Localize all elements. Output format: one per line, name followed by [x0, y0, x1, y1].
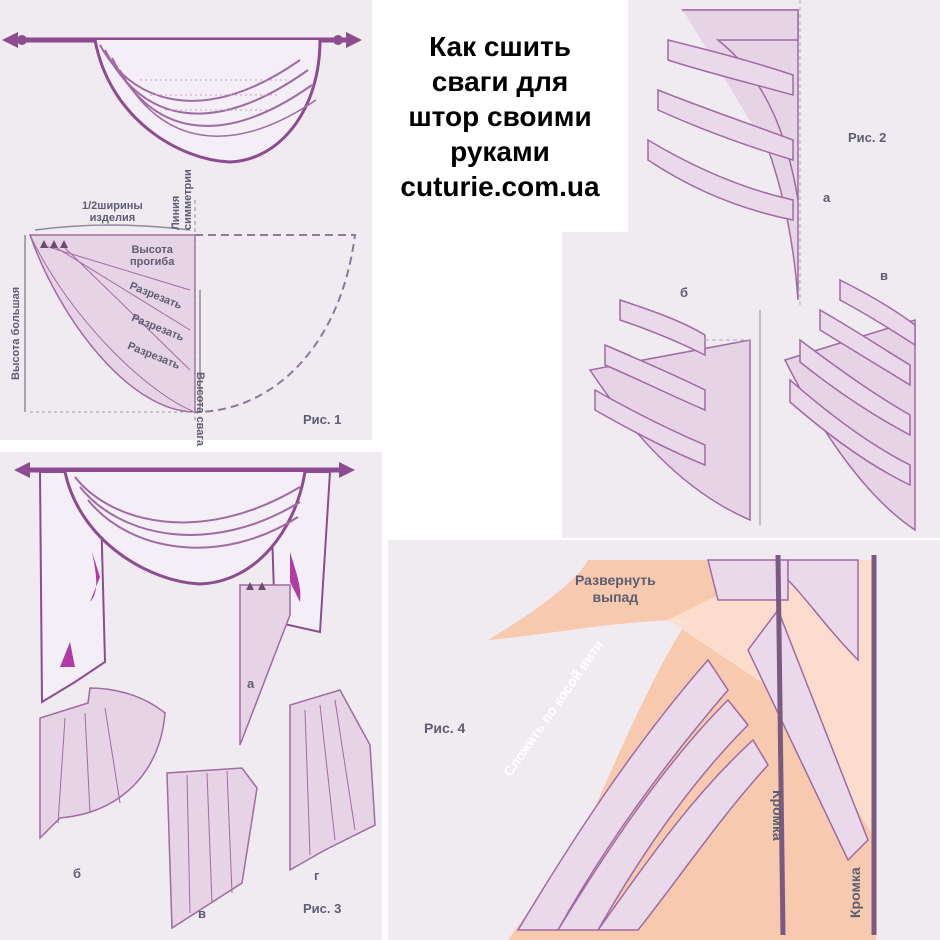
fig3-label-g: г [314, 868, 320, 883]
fig1-half-width-label: 1/2ширины изделия [82, 200, 143, 224]
fig2-label-b: б [680, 285, 689, 300]
fig3g-piece [289, 689, 376, 872]
fig1-symmetry-label: Линия симметрии [170, 169, 194, 230]
title-line: руками [450, 135, 550, 167]
fig3b-piece [39, 687, 166, 840]
fig3-label-a: а [247, 676, 255, 691]
fig4-caption: Рис. 4 [424, 720, 466, 736]
title-line: штор своими [408, 100, 592, 132]
fig1-swag-height-label: Высота свага [194, 372, 206, 447]
fig2a-pattern [647, 0, 801, 305]
fig4-bias-layout [488, 554, 877, 940]
fig2-label-a: а [823, 190, 831, 205]
fig1-big-height-label: Высота большая [10, 286, 22, 380]
title-line: Как сшить [429, 30, 571, 62]
fig2-label-v: в [880, 268, 888, 283]
fig3-caption: Рис. 3 [303, 901, 342, 916]
page-title: Как сшить сваги для штор своими руками c… [372, 0, 628, 232]
fig4-selvage-label: Кромка [847, 867, 863, 918]
fig3v-piece [166, 767, 258, 930]
fig4-selvage-label: Кромка [770, 790, 786, 841]
fig2v-pattern [783, 278, 916, 532]
title-url: cuturie.com.ua [400, 170, 600, 202]
fig4-unfold-label: Развернуть выпад [575, 572, 656, 605]
title-line: сваги для [431, 65, 569, 97]
fig3a-piece [239, 582, 291, 746]
fig2b-pattern [588, 298, 761, 525]
fig3-label-b: б [73, 866, 82, 881]
curtain-with-tails-illustration [14, 462, 355, 704]
fig1-swag-pattern [24, 200, 357, 420]
curtain-rod-swag-illustration [2, 32, 362, 164]
fig1-caption: Рис. 1 [303, 412, 342, 427]
fig2-caption: Рис. 2 [848, 130, 887, 145]
fig3-label-v: в [198, 906, 206, 921]
fig1-sag-height-label: Высота прогиба [130, 244, 175, 268]
